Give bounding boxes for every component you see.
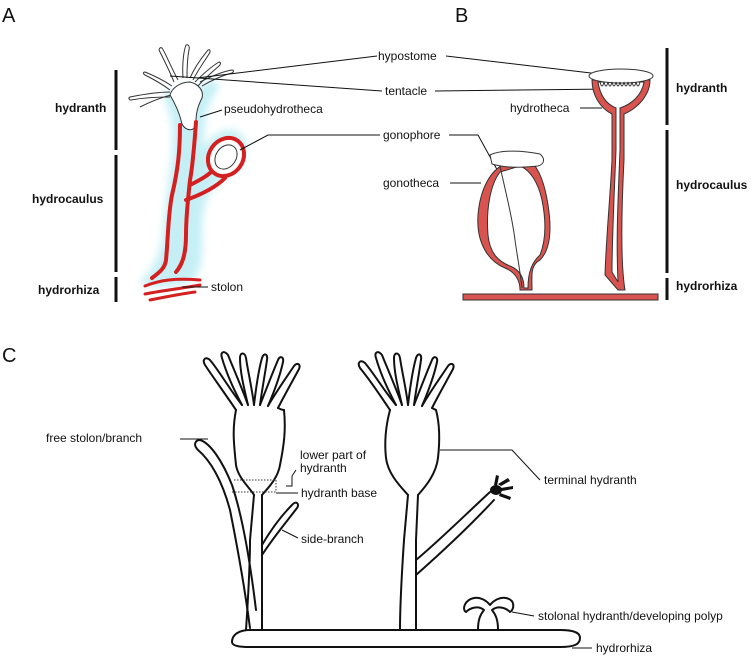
panel-c-left-hydranth [232,409,286,496]
panel-b-letter: B [455,5,468,27]
panel-c-label-hydranth-base: hydranth base [301,486,377,500]
panel-a-hydranth-body [169,81,203,131]
panel-c-free-stolon [194,439,257,629]
panel-c-right-hydranth [384,409,441,496]
panel-a-leader-pseudohydrotheca [199,109,223,118]
panel-c-terminal-hydranth-head [490,475,513,500]
panel-b-hydrotheca-lumen [597,81,645,283]
panel-c-leader-lower-part [286,469,297,487]
label-gonophore: gonophore [383,128,441,142]
panel-b-hydrorhiza [462,293,659,301]
panel-c-letter: C [2,345,16,367]
panel-c-right-tentacles [357,351,455,411]
panel-c-leader-stolonal-hydranth [511,611,535,617]
panel-a-label-hydrocaulus: hydrocaulus [32,192,104,206]
panel-b-label-hydrotheca: hydrotheca [510,101,570,115]
panel-b-hydrotheca [591,79,651,291]
panel-c-label-side-branch: side-branch [301,532,364,546]
panel-c-label-terminal-hydranth: terminal hydranth [544,473,637,487]
panel-b-label-hydranth: hydranth [676,81,727,95]
panel-b-hypostome [588,68,654,84]
panel-a: A [2,5,323,302]
panel-c-label-hydrorhiza: hydrorhiza [596,641,652,655]
leader-hypostome-a [196,55,378,79]
panel-a-gonophore [205,135,247,179]
panel-c-leader-side-branch [281,529,299,539]
panel-c-stolonal-polyp [463,596,515,631]
panel-c-label-lower-part-1: lower part of [300,448,367,462]
panel-b-tentacles [599,81,641,87]
panel-a-label-hydrorhiza: hydrorhiza [38,283,100,297]
panel-b-gonophore [489,150,544,168]
label-hypostome: hypostome [378,49,437,63]
panel-c-label-stolonal-hydranth: stolonal hydranth/developing polyp [538,609,723,623]
panel-c-hydrorhiza [231,629,581,648]
panel-c-right-stalk [399,494,419,631]
panel-c-leader-terminal-hydranth [440,449,541,481]
panel-b-label-hydrorhiza: hydrorhiza [676,279,738,293]
panel-b-label-hydrocaulus: hydrocaulus [676,178,748,192]
leader-tentacle-b [434,88,613,92]
panel-a-label-pseudohydrotheca: pseudohydrotheca [224,102,323,116]
panel-c-dotted-guides [232,479,277,493]
panel-b-gonotheca-lumen [487,165,546,289]
label-gonotheca: gonotheca [383,176,439,190]
panel-c-left-stalk [245,494,264,631]
panel-c-side-branch [261,501,300,556]
panel-c-terminal-branch [415,491,495,576]
panel-c-label-lower-part-2: hydranth [300,461,347,475]
panel-c-left-tentacles [202,351,301,411]
leader-tentacle-a [169,75,383,92]
panel-b: B hydrotheca hydranth hydrocaulus hydror… [455,5,748,301]
label-tentacle: tentacle [385,84,427,98]
panel-a-letter: A [2,5,16,27]
panel-c-label-free-stolon: free stolon/branch [46,431,142,445]
panel-a-label-hydranth: hydranth [55,101,106,115]
panel-c: C [2,345,723,655]
panel-a-label-stolon: stolon [211,280,243,294]
panel-a-stolon [143,277,202,302]
leader-gonophore-a [239,134,380,151]
panel-b-gonophore-stalk [499,165,523,289]
